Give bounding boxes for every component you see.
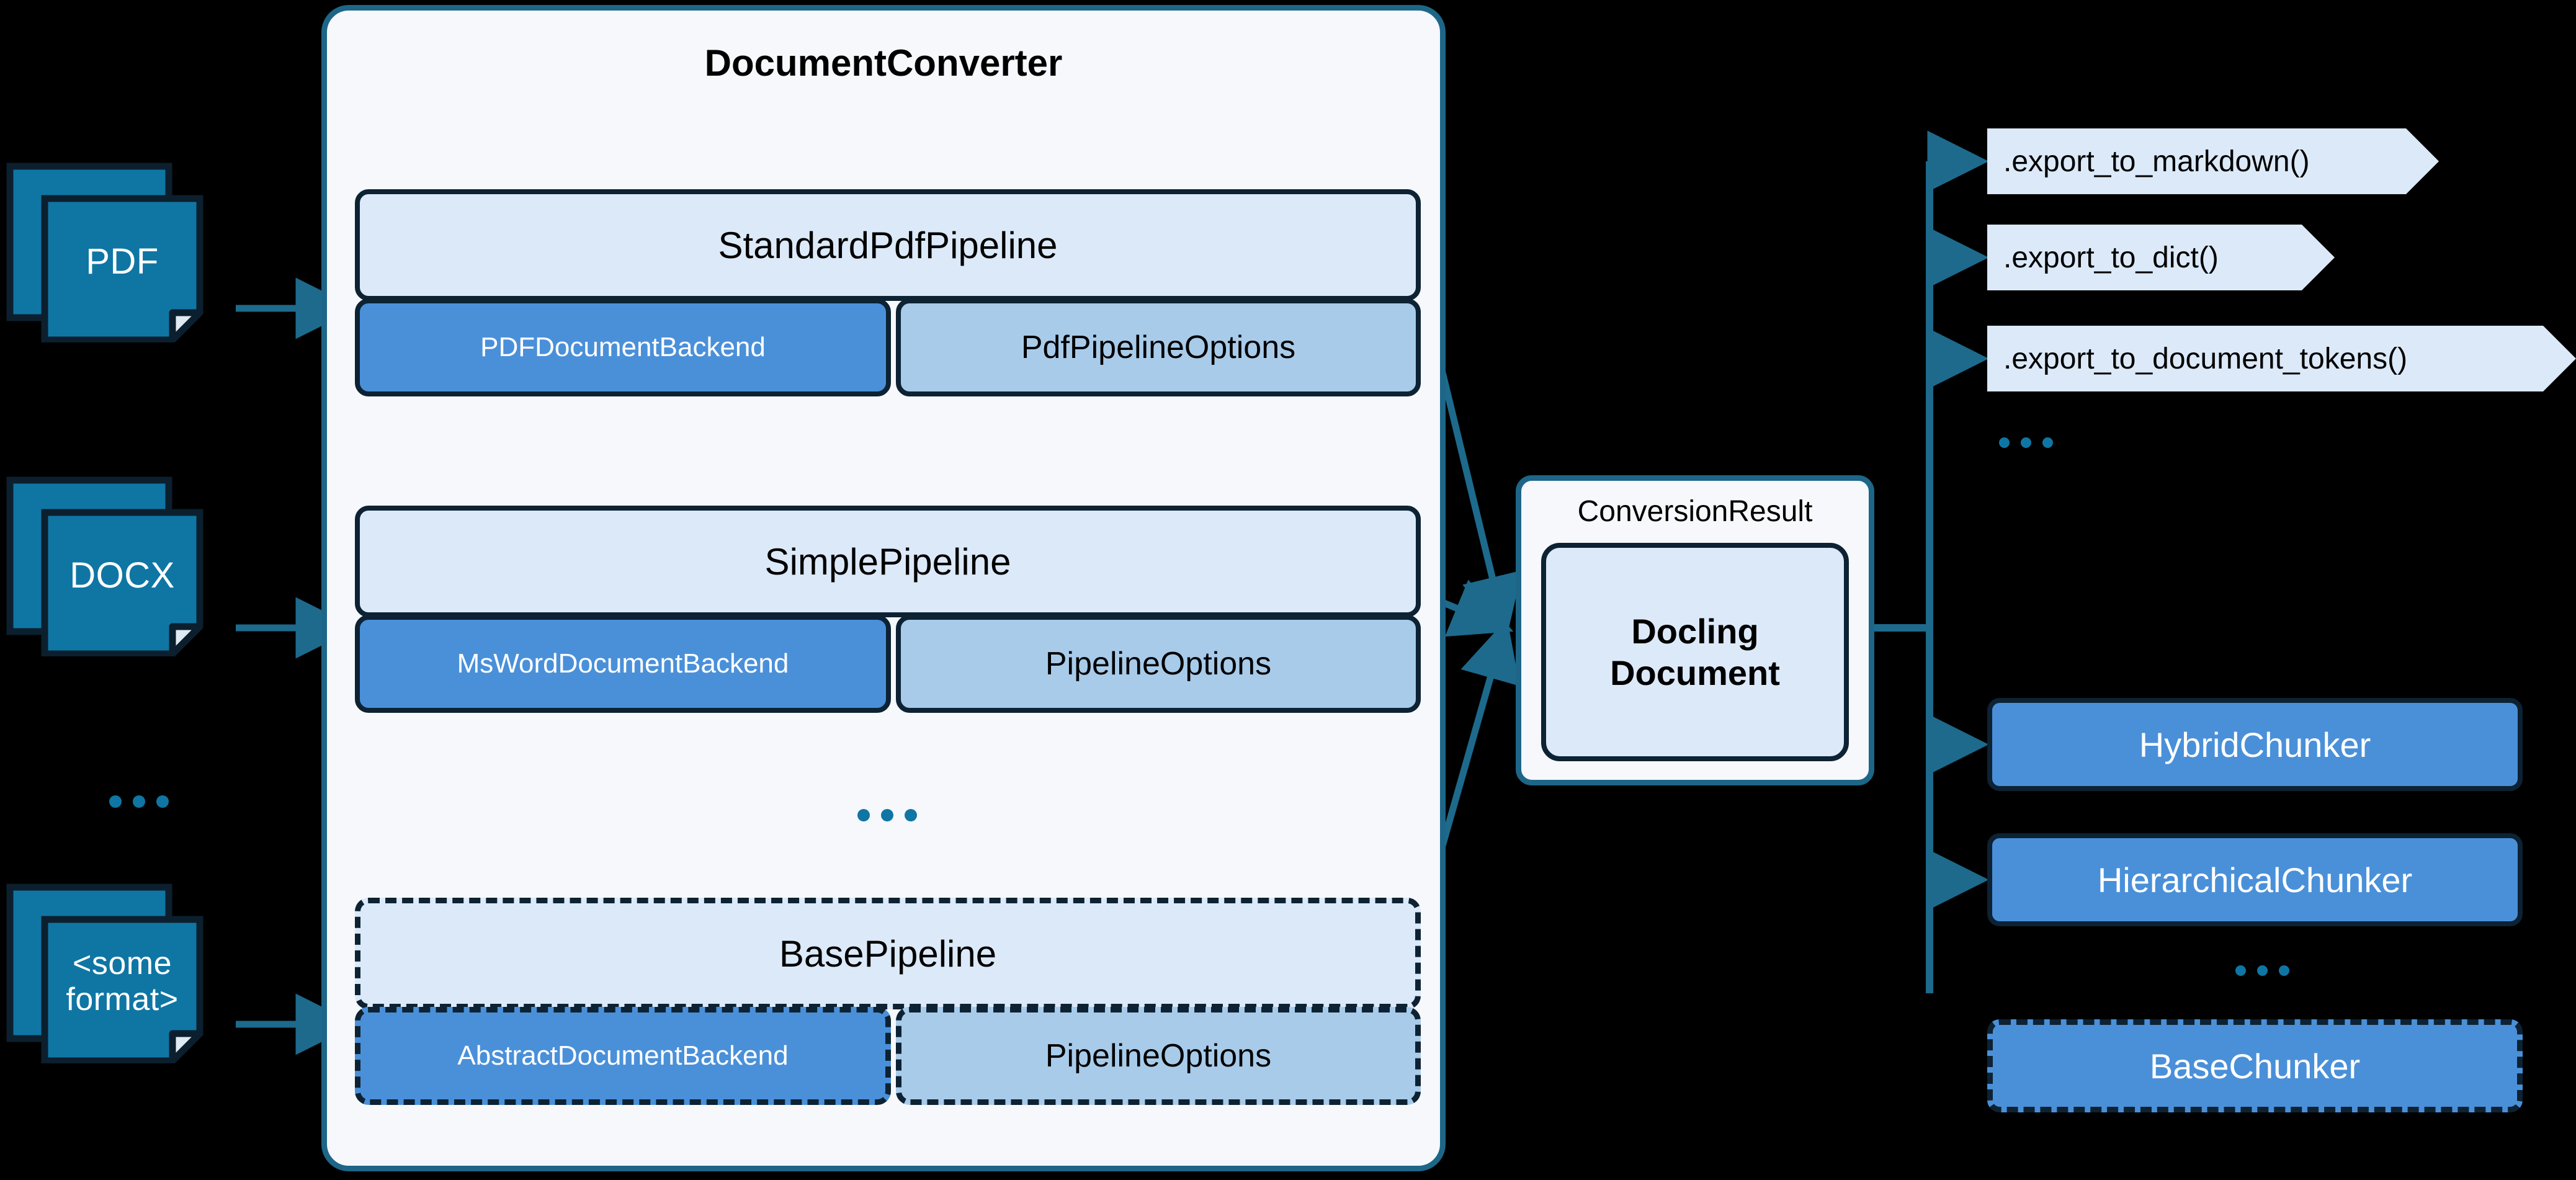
- export-to-dict-chip[interactable]: .export_to_dict(): [1987, 225, 2335, 290]
- input-doc-some-format-label: <some format>: [45, 945, 200, 1017]
- docling-document-line-1: Docling: [1631, 611, 1759, 651]
- pipeline-standard-pdf[interactable]: StandardPdfPipeline PDFDocumentBackend P…: [355, 189, 1421, 396]
- converter-ellipsis: [857, 809, 917, 821]
- pipeline-standard-pdf-backend[interactable]: PDFDocumentBackend: [355, 298, 891, 396]
- pipeline-simple-row: MsWordDocumentBackend PipelineOptions: [355, 615, 1421, 713]
- document-converter-panel: DocumentConverter StandardPdfPipeline PD…: [321, 5, 1446, 1171]
- input-doc-some-format[interactable]: <some format>: [6, 883, 242, 1063]
- pipeline-simple[interactable]: SimplePipeline MsWordDocumentBackend Pip…: [355, 506, 1421, 713]
- doc-folded-corner: [169, 623, 203, 656]
- input-doc-pdf[interactable]: PDF: [6, 163, 242, 342]
- hierarchical-chunker-box[interactable]: HierarchicalChunker: [1987, 833, 2523, 926]
- pipeline-standard-pdf-row: PDFDocumentBackend PdfPipelineOptions: [355, 298, 1421, 396]
- pipeline-simple-backend[interactable]: MsWordDocumentBackend: [355, 615, 891, 713]
- export-to-markdown-chip[interactable]: .export_to_markdown(): [1987, 128, 2439, 194]
- chunkers-ellipsis: [2235, 965, 2289, 976]
- page-title: DocumentConverter: [704, 42, 1063, 84]
- pipeline-base-row: AbstractDocumentBackend PipelineOptions: [355, 1007, 1421, 1105]
- docling-document-box[interactable]: Docling Document: [1541, 543, 1849, 761]
- some-format-line-1: <some: [72, 945, 172, 981]
- docling-document-line-2: Document: [1610, 653, 1780, 692]
- pipeline-standard-pdf-options[interactable]: PdfPipelineOptions: [896, 298, 1421, 396]
- pipeline-base-backend[interactable]: AbstractDocumentBackend: [355, 1007, 891, 1105]
- input-doc-pdf-label: PDF: [86, 241, 159, 282]
- hybrid-chunker-box[interactable]: HybridChunker: [1987, 698, 2523, 791]
- conversion-result-panel: ConversionResult Docling Document: [1516, 475, 1874, 785]
- pipeline-simple-header[interactable]: SimplePipeline: [355, 506, 1421, 617]
- doc-folded-corner: [169, 1030, 203, 1063]
- inputs-ellipsis: [109, 795, 169, 808]
- some-format-line-2: format>: [66, 981, 179, 1018]
- input-doc-docx-label: DOCX: [69, 555, 175, 596]
- doc-folded-corner: [169, 309, 203, 342]
- base-chunker-box[interactable]: BaseChunker: [1987, 1019, 2523, 1112]
- exports-ellipsis: [1999, 437, 2053, 448]
- pipeline-simple-options[interactable]: PipelineOptions: [896, 615, 1421, 713]
- pipeline-base-header[interactable]: BasePipeline: [355, 898, 1421, 1009]
- export-to-document-tokens-chip[interactable]: .export_to_document_tokens(): [1987, 326, 2576, 391]
- pipeline-base-options[interactable]: PipelineOptions: [896, 1007, 1421, 1105]
- pipeline-base[interactable]: BasePipeline AbstractDocumentBackend Pip…: [355, 898, 1421, 1105]
- pipeline-standard-pdf-header[interactable]: StandardPdfPipeline: [355, 189, 1421, 301]
- input-doc-docx[interactable]: DOCX: [6, 476, 242, 656]
- conversion-result-title: ConversionResult: [1577, 495, 1813, 528]
- wire-result-trunk: [1874, 161, 1933, 993]
